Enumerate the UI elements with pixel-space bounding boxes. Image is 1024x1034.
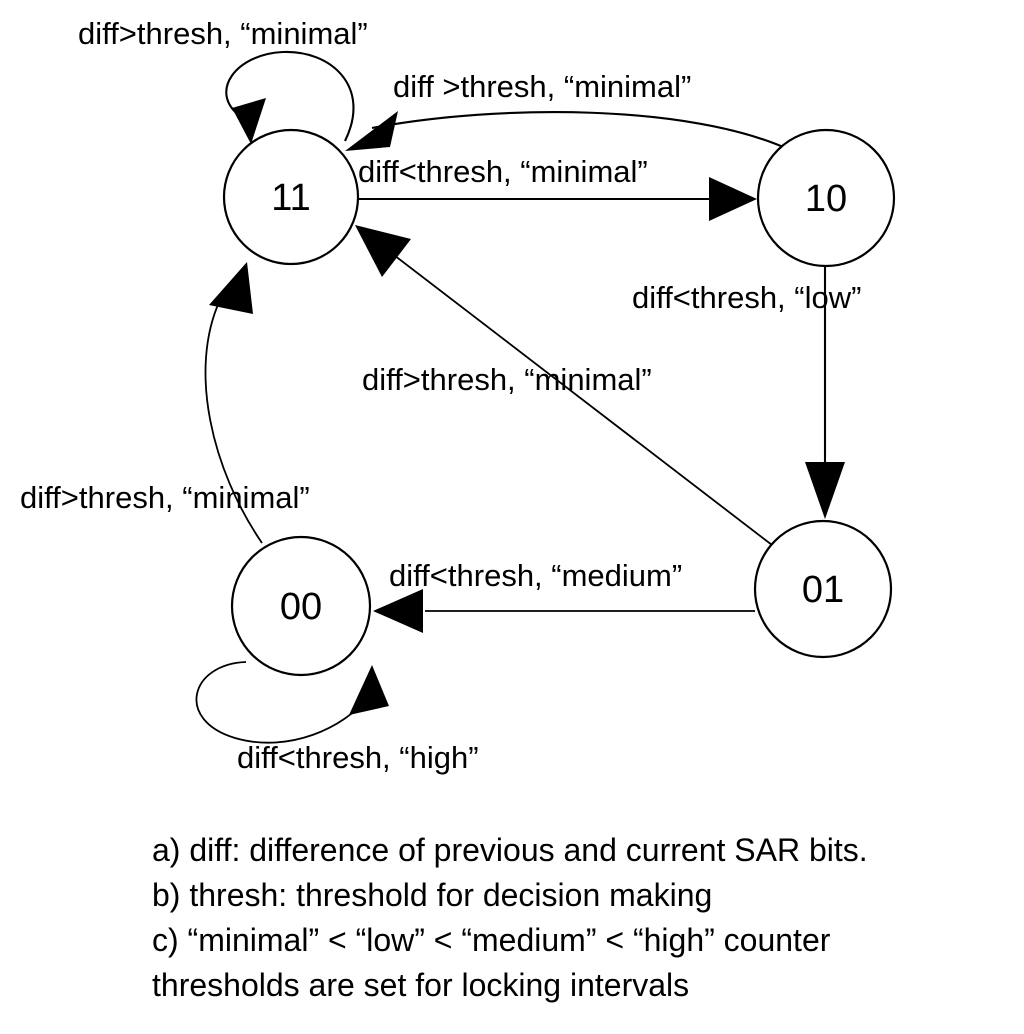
edge-label-11-to-10: diff<thresh, “minimal” [358, 154, 648, 189]
self-loop-00-arrowhead [349, 665, 389, 715]
edge-01-11-path [389, 251, 773, 546]
transition-00-to-11 [204, 262, 263, 544]
state-circle-01[interactable] [753, 519, 893, 659]
edge-label-00-to-11: diff>thresh, “minimal” [20, 480, 310, 515]
state-circle-11[interactable] [222, 128, 360, 266]
edge-10-11-path [371, 111, 791, 151]
caption-line-b: b) thresh: threshold for decision making [152, 877, 713, 913]
edge-11-10-arrowhead [709, 177, 757, 221]
edge-01-11-arrowhead [355, 225, 411, 277]
state-label-10: 10 [805, 178, 847, 220]
transition-10-to-11 [345, 111, 791, 151]
transition-01-to-11 [355, 225, 773, 546]
caption-line-a: a) diff: difference of previous and curr… [152, 832, 868, 868]
state-label-11: 11 [271, 177, 310, 219]
edge-label-10-to-11: diff >thresh, “minimal” [393, 69, 691, 104]
transition-11-to-10 [358, 177, 757, 221]
state-circle-10[interactable] [756, 128, 896, 268]
edge-label-11-to-11: diff>thresh, “minimal” [78, 16, 368, 51]
state-label-01: 01 [802, 569, 844, 611]
state-node-11[interactable]: 11 [222, 128, 360, 266]
edge-label-10-to-01: diff<thresh, “low” [632, 280, 861, 315]
edge-label-01-to-00: diff<thresh, “medium” [389, 558, 682, 593]
state-node-00[interactable]: 00 [230, 535, 372, 677]
edge-10-01-arrowhead [805, 462, 845, 519]
edge-00-11-path [204, 299, 263, 544]
self-loop-00-path [195, 661, 366, 744]
caption-line-c: c) “minimal” < “low” < “medium” < “high”… [152, 922, 831, 958]
transition-00-to-00 [195, 661, 389, 744]
self-loop-11-arrowhead [232, 98, 266, 144]
self-loop-11-path [225, 50, 355, 142]
edge-label-01-to-11: diff>thresh, “minimal” [362, 362, 652, 397]
edge-00-11-arrowhead [209, 262, 253, 314]
transition-10-to-01 [805, 266, 845, 519]
state-node-01[interactable]: 01 [753, 519, 893, 659]
caption-line-c-continued: thresholds are set for locking intervals [152, 967, 690, 1003]
edge-01-00-arrowhead [373, 589, 423, 633]
state-node-10[interactable]: 10 [756, 128, 896, 268]
state-circle-00[interactable] [230, 535, 372, 677]
figure-caption: a) diff: difference of previous and curr… [152, 828, 1024, 1008]
edge-10-11-arrowhead [345, 111, 398, 151]
transition-01-to-00 [373, 589, 755, 633]
state-label-00: 00 [280, 586, 322, 628]
edge-label-00-to-00: diff<thresh, “high” [237, 740, 479, 775]
transition-11-to-11 [225, 50, 355, 144]
